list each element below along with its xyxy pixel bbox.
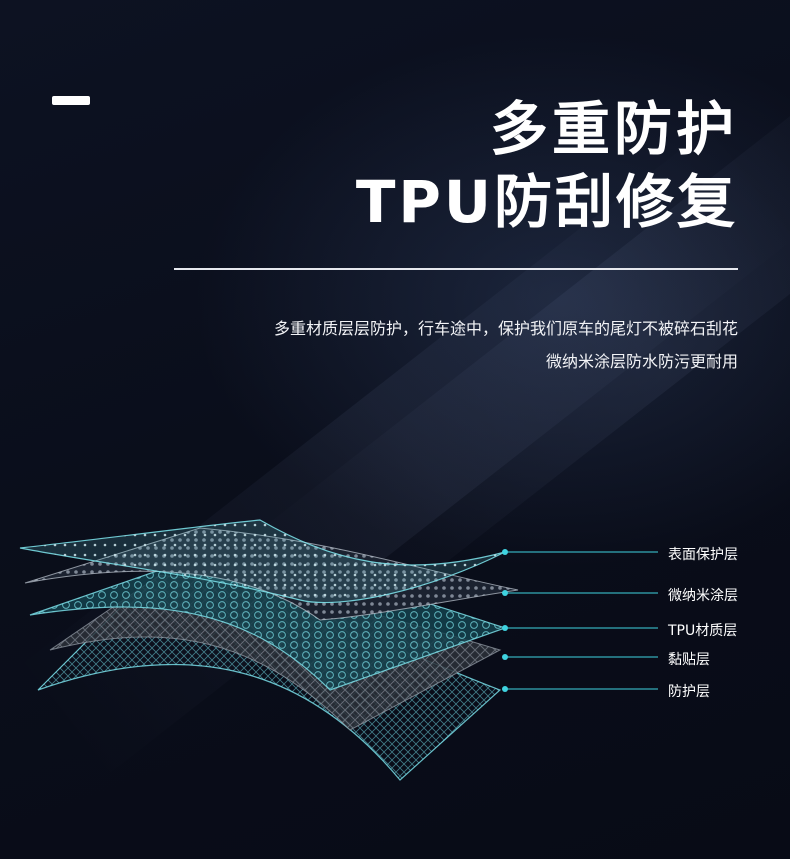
page-subtitle: TPU防刮修复	[355, 168, 738, 236]
layer-label-nano: 微纳米涂层	[668, 588, 738, 604]
layer-label-adhesive: 黏贴层	[668, 652, 710, 668]
pointer-dot	[502, 654, 508, 660]
divider	[174, 268, 738, 270]
layer-label-surface: 表面保护层	[668, 547, 738, 563]
pointer-dot	[502, 590, 508, 596]
pointer-dot	[502, 549, 508, 555]
pointer-dot	[502, 686, 508, 692]
accent-dash	[52, 96, 90, 105]
pointer-dot	[502, 625, 508, 631]
page-title: 多重防护	[489, 95, 738, 163]
layer-label-tpu: TPU材质层	[668, 623, 738, 639]
description-line-2: 微纳米涂层防水防污更耐用	[545, 352, 738, 371]
layer-label-protective: 防护层	[668, 684, 710, 700]
description-line-1: 多重材质层层防护，行车途中，保护我们原车的尾灯不被碎石刮花	[273, 319, 738, 338]
